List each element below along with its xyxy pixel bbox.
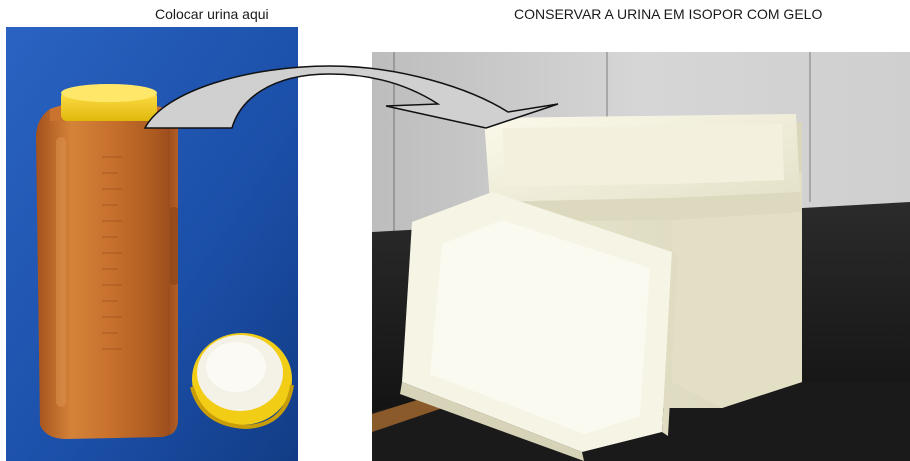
styrofoam-cooler-illustration xyxy=(372,52,910,461)
caption-keep-in-cooler: CONSERVAR A URINA EM ISOPOR COM GELO xyxy=(514,6,823,22)
urine-bottle-photo xyxy=(6,27,298,461)
urine-bottle-illustration xyxy=(6,27,298,461)
styrofoam-cooler-photo xyxy=(372,52,910,461)
caption-place-urine: Colocar urina aqui xyxy=(155,6,269,22)
